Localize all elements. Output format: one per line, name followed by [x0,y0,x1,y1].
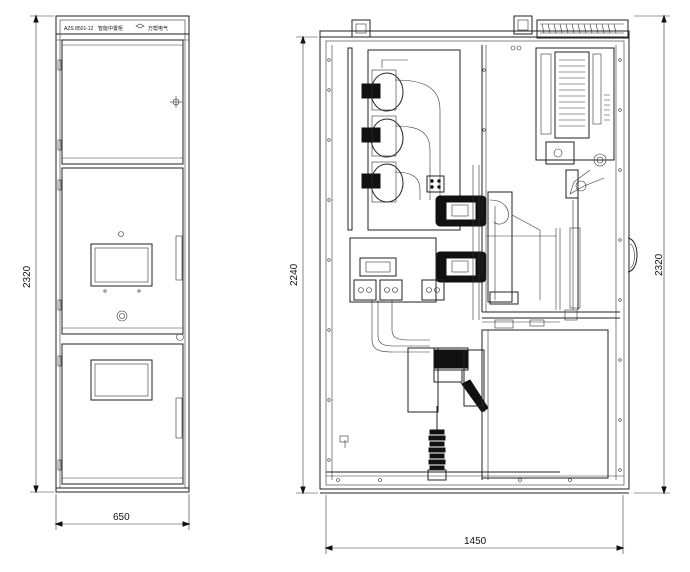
middle-door-handle [175,235,183,281]
side-view: 2240 2320 1450 [289,14,670,554]
function-label: 智能中置柜 [98,25,123,32]
side-depth-label: 1450 [464,536,487,547]
operating-knob-icon [116,310,128,322]
lower-contact-box [435,251,487,283]
top-lifting-lug-left [351,19,371,38]
top-lifting-lug-right [513,15,533,35]
indicator-light-icon [118,231,124,237]
top-terminal-box [536,19,629,39]
side-internal-height-label: 2240 [289,263,300,286]
bottom-door-handle [175,397,183,439]
brand-label: 万帮电气 [148,25,168,32]
front-height-label: 2320 [22,265,33,288]
lower-ct-box [407,347,439,413]
surge-arrester [427,406,447,481]
middle-door [61,167,184,335]
rear-cable-compartment [481,329,609,479]
model-label: AZS 8501-12 [64,26,94,32]
relay-panel [554,51,590,139]
current-transformers [361,69,404,203]
front-cabinet-outline [55,15,190,493]
lv-compartment [535,47,615,161]
front-width-label: 650 [113,512,130,523]
front-view: AZS 8501-12 智能中置柜 万帮电气 [22,14,191,530]
bottom-door [61,343,184,485]
bottom-window [90,359,153,401]
upper-contact-box [435,195,487,227]
cable-chamber-upper [349,237,437,303]
top-door [61,39,184,165]
middle-window [90,243,153,287]
pressure-gauge-icon [593,153,607,167]
brand-logo-icon [135,23,145,29]
side-height-label: 2320 [654,253,665,276]
circuit-breaker [487,191,513,303]
side-handle [627,237,638,273]
